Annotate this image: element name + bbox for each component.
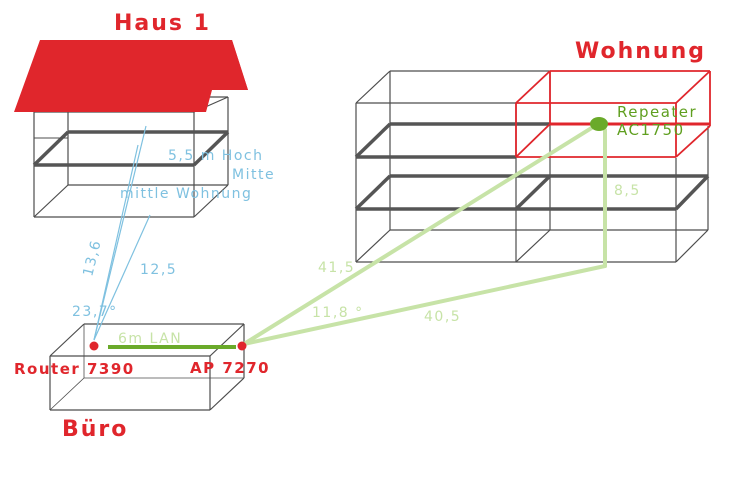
router-label: Router 7390 <box>14 360 135 378</box>
router-dot <box>89 341 99 351</box>
repeater-model-label: AC1750 <box>617 121 685 139</box>
haus-roof <box>14 40 248 112</box>
ap-dot <box>237 341 247 351</box>
wohnung-apartment-outline <box>515 70 711 158</box>
distance-125-label: 12,5 <box>140 262 177 278</box>
angle-237-label: 23,7° <box>72 304 118 320</box>
ap-label: AP 7270 <box>190 359 270 377</box>
repeater-label: Repeater <box>617 103 697 121</box>
hoch-label-line1: 5,5 m Hoch <box>168 148 263 164</box>
hoch-label-line2: Mitte <box>232 167 275 183</box>
hoch-label-line3: mittle Wohnung <box>120 186 252 202</box>
haus-title: Haus 1 <box>114 11 211 36</box>
distance-85-label: 8,5 <box>614 183 641 199</box>
repeater-dot <box>590 117 608 131</box>
buero-title: Büro <box>62 417 128 442</box>
wohnung-title: Wohnung <box>575 39 706 64</box>
blue-measure-lines <box>93 125 151 341</box>
distance-405-label: 40,5 <box>424 309 461 325</box>
lan-label: 6m LAN <box>118 331 182 347</box>
angle-118-label: 11,8 ° <box>312 305 364 321</box>
distance-415-label: 41,5 <box>318 260 355 276</box>
buero-building <box>49 323 245 411</box>
green-measure-lines <box>242 122 607 346</box>
distance-136-label: 13,6 <box>80 238 105 278</box>
wohnung-building <box>354 70 710 263</box>
